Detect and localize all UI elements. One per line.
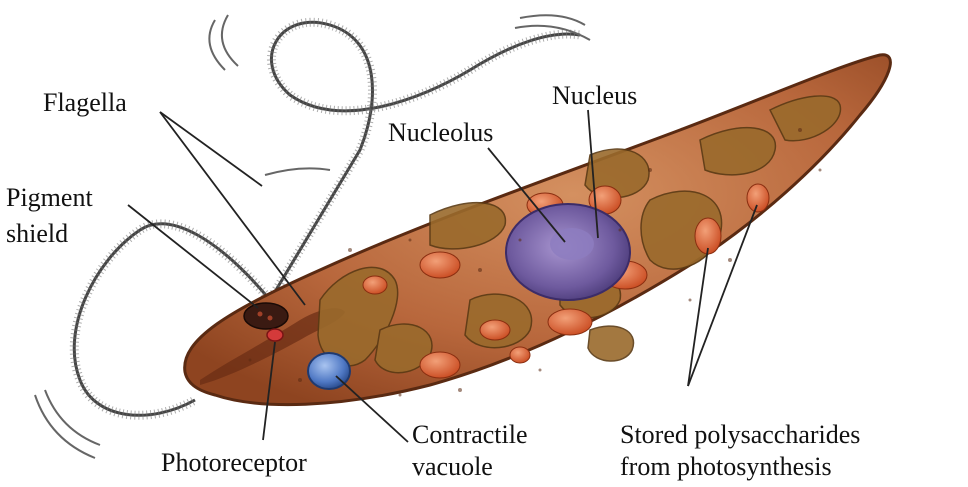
label-flagella: Flagella [43, 88, 127, 118]
label-pigment-shield-line2: shield [6, 219, 68, 249]
label-contractile-vacuole-line1: Contractile [412, 420, 528, 450]
label-nucleolus: Nucleolus [388, 118, 493, 148]
label-stored-polysaccharides-line2: from photosynthesis [620, 452, 832, 482]
pigment-shield [244, 303, 288, 329]
label-photoreceptor: Photoreceptor [161, 448, 307, 478]
label-nucleus: Nucleus [552, 81, 637, 111]
label-stored-polysaccharides-line1: Stored polysaccharides [620, 420, 860, 450]
label-pigment-shield-line1: Pigment [6, 183, 93, 213]
photoreceptor [267, 329, 283, 341]
eyespot-granule [258, 312, 263, 317]
eyespot-granule [268, 316, 273, 321]
label-contractile-vacuole-line2: vacuole [412, 452, 493, 482]
